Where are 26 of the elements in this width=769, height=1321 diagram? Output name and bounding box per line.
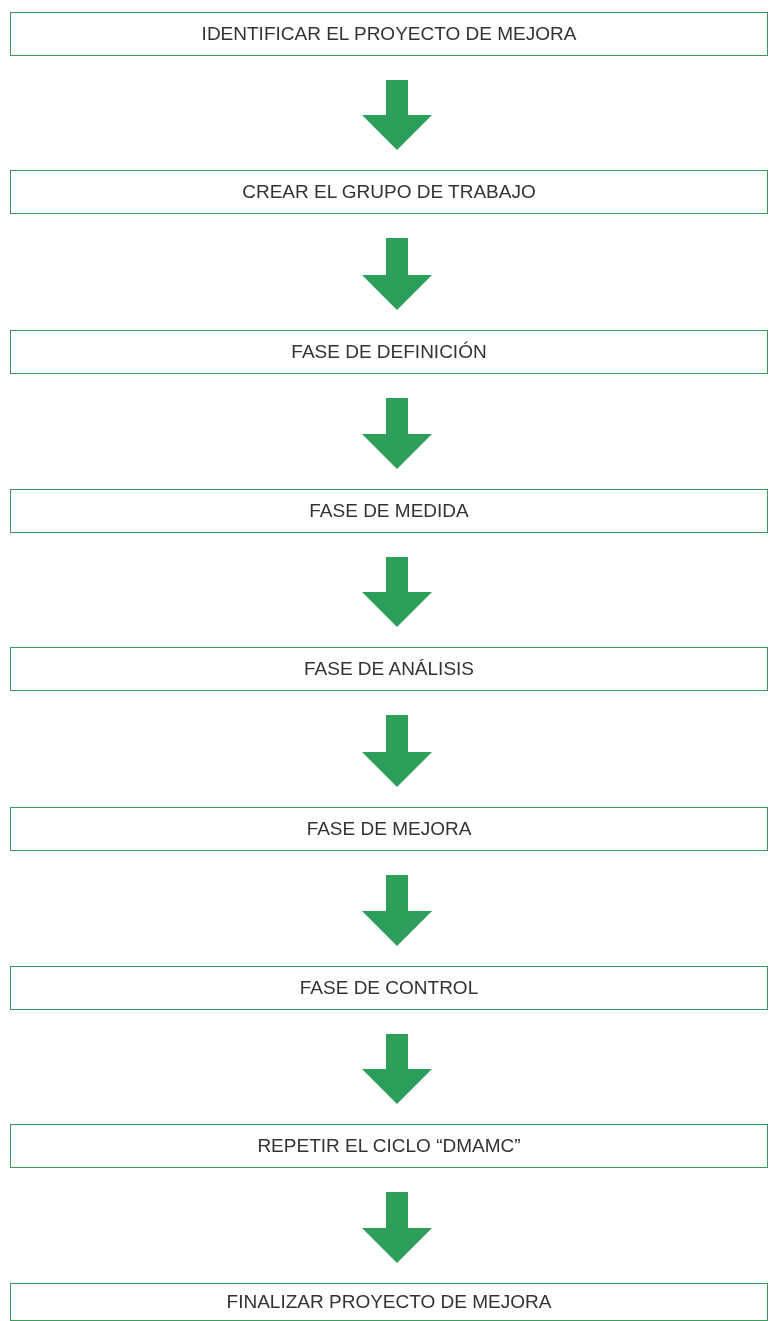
step-label: IDENTIFICAR EL PROYECTO DE MEJORA [201, 23, 577, 45]
process-box [10, 647, 768, 691]
arrow [362, 557, 432, 627]
process-box [10, 1283, 768, 1321]
step-label: FASE DE DEFINICIÓN [291, 341, 487, 363]
arrow [362, 398, 432, 469]
process-box [10, 807, 768, 851]
arrow [362, 1192, 432, 1263]
process-box [10, 330, 768, 374]
arrow [362, 238, 432, 310]
process-box [10, 1124, 768, 1168]
arrow [362, 875, 432, 946]
step-label: FASE DE CONTROL [299, 977, 479, 999]
arrow [362, 1034, 432, 1104]
step-label: CREAR EL GRUPO DE TRABAJO [242, 181, 536, 203]
arrow [362, 715, 432, 787]
step-label: REPETIR EL CICLO “DMAMC” [257, 1135, 521, 1157]
step-label: FASE DE ANÁLISIS [304, 658, 474, 680]
arrow [362, 80, 432, 150]
process-box [10, 489, 768, 533]
process-box [10, 170, 768, 214]
process-box [10, 12, 768, 56]
process-box [10, 966, 768, 1010]
step-label: FASE DE MEJORA [306, 818, 472, 840]
step-label: FASE DE MEDIDA [309, 500, 469, 522]
step-label: FINALIZAR PROYECTO DE MEJORA [226, 1291, 552, 1313]
